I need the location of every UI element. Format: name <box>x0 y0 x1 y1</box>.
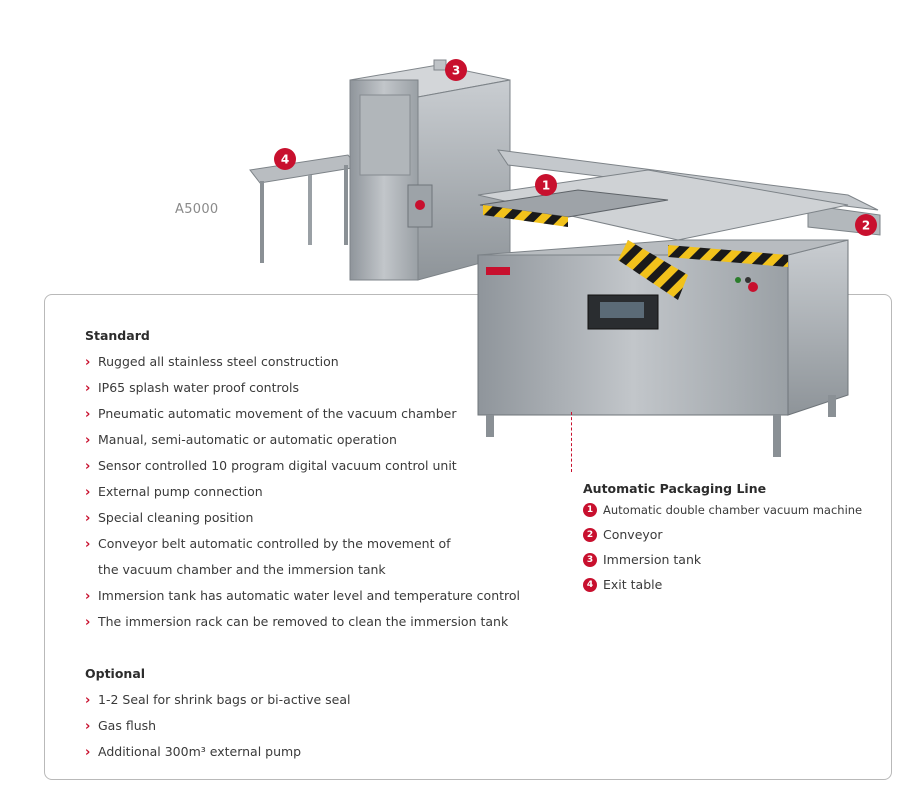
machine-illustration: 1 2 3 4 <box>249 59 881 457</box>
list-item: ›Rugged all stainless steel construction <box>85 354 339 370</box>
chevron-right-icon: › <box>85 745 91 760</box>
callout-3-label: 3 <box>452 64 460 78</box>
chevron-right-icon: › <box>85 459 91 474</box>
optional-title: Optional <box>85 666 146 681</box>
leader-line <box>571 412 572 472</box>
chevron-right-icon: › <box>85 381 91 396</box>
number-badge-icon: 4 <box>583 578 597 592</box>
list-item: ›Additional 300m³ external pump <box>85 744 302 760</box>
callout-4-label: 4 <box>281 153 289 167</box>
chevron-right-icon: › <box>85 719 91 734</box>
list-item-continuation: the vacuum chamber and the immersion tan… <box>98 562 386 577</box>
chevron-right-icon: › <box>85 355 91 370</box>
number-badge-icon: 2 <box>583 528 597 542</box>
list-item: ›Immersion tank has automatic water leve… <box>85 588 520 604</box>
vacuum-machine <box>477 169 849 457</box>
legend-title: Automatic Packaging Line <box>583 481 767 496</box>
chevron-right-icon: › <box>85 407 91 422</box>
callout-badge-4: 4 <box>274 148 296 170</box>
list-item: ›Manual, semi-automatic or automatic ope… <box>85 432 397 448</box>
callout-badge-2: 2 <box>855 214 877 236</box>
chevron-right-icon: › <box>85 511 91 526</box>
list-item: ›Special cleaning position <box>85 510 254 526</box>
list-item: ›Sensor controlled 10 program digital va… <box>85 458 457 474</box>
number-badge-icon: 1 <box>583 503 597 517</box>
callout-badge-1: 1 <box>535 174 557 196</box>
list-item: ›IP65 splash water proof controls <box>85 380 299 396</box>
list-item: ›1-2 Seal for shrink bags or bi-active s… <box>85 692 351 708</box>
chevron-right-icon: › <box>85 485 91 500</box>
exit-table <box>249 154 359 263</box>
callout-1-label: 1 <box>542 179 550 193</box>
callout-badge-3: 3 <box>445 59 467 81</box>
number-badge-icon: 3 <box>583 553 597 567</box>
list-item: ›Conveyor belt automatic controlled by t… <box>85 536 451 552</box>
standard-title: Standard <box>85 328 150 343</box>
standard-list: ›Rugged all stainless steel construction… <box>85 354 520 640</box>
chevron-right-icon: › <box>85 589 91 604</box>
chevron-right-icon: › <box>85 693 91 708</box>
callout-2-label: 2 <box>862 219 870 233</box>
immersion-tank <box>349 59 511 281</box>
chevron-right-icon: › <box>85 537 91 552</box>
chevron-right-icon: › <box>85 433 91 448</box>
model-label: A5000 <box>175 202 219 217</box>
list-item: ›Pneumatic automatic movement of the vac… <box>85 406 457 422</box>
chevron-right-icon: › <box>85 615 91 630</box>
list-item: ›Gas flush <box>85 718 157 734</box>
optional-list: ›1-2 Seal for shrink bags or bi-active s… <box>85 692 350 770</box>
list-item: ›The immersion rack can be removed to cl… <box>85 614 509 630</box>
list-item: ›External pump connection <box>85 484 263 500</box>
